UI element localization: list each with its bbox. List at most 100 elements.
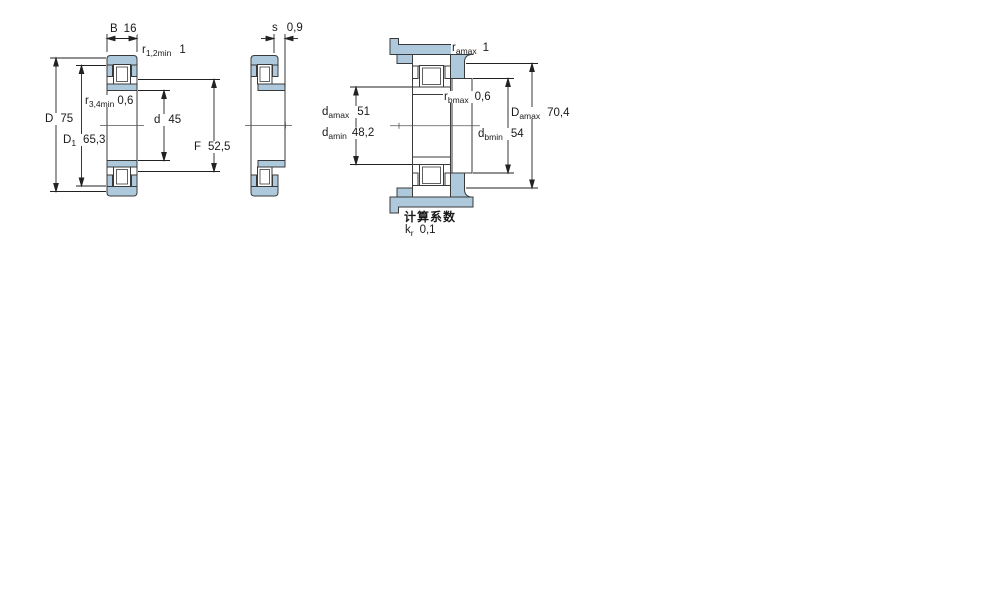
view3-shoulder-top-left — [396, 54, 413, 64]
label-D1-symbol: D — [63, 134, 72, 146]
view1-roller-top — [113, 64, 131, 85]
label-damax-value: 51 — [357, 106, 370, 118]
dimension-lines — [50, 34, 538, 194]
view3-cage-bottom — [422, 166, 441, 184]
view2-axis-line — [245, 122, 292, 129]
view2-side-section — [250, 55, 286, 197]
view2-flange-bottom-right — [272, 174, 279, 187]
label-dbmin-value: 54 — [510, 128, 524, 140]
view2-roller-top — [257, 64, 273, 85]
label-Damax-symbol: D — [511, 107, 520, 119]
label-Damax-value: 70,4 — [547, 107, 570, 119]
label-r34min-subscript: 3,4min — [88, 99, 115, 109]
view1-outer-ring-bottom — [106, 186, 138, 197]
label-damin: damin 48,2 — [321, 127, 376, 141]
label-ramax-value: 1 — [482, 42, 490, 54]
label-F-symbol: F — [194, 141, 202, 153]
label-Damax: Damax 70,4 — [510, 107, 571, 121]
label-damax-symbol: d — [322, 106, 329, 118]
view3-inner-ring-bottom — [412, 156, 451, 165]
view3-housing-bottom — [389, 196, 474, 214]
view2-flange-top-right — [272, 64, 279, 77]
label-s-value: 0,9 — [286, 22, 303, 34]
label-r12min-value: 1 — [179, 44, 186, 56]
view3-flange-top-right — [444, 65, 451, 79]
view3-roller-top — [419, 65, 444, 88]
dim-d-lines — [138, 88, 170, 163]
view1-inner-ring-bottom — [106, 160, 138, 168]
dim-db-lines — [473, 76, 514, 175]
label-dbmin-subscript: bmin — [484, 132, 503, 142]
view2-cage-bottom — [259, 169, 270, 185]
label-D: D 75 — [44, 113, 75, 125]
label-D1-value: 65,3 — [83, 134, 106, 146]
view3-shoulder-bottom-left — [396, 187, 413, 198]
label-r12min-symbol: r — [142, 44, 146, 56]
label-kr-value: 0,1 — [419, 224, 436, 236]
label-D-value: 75 — [60, 113, 74, 125]
label-d-value: 45 — [168, 114, 182, 126]
label-s: s 0,9 — [271, 22, 304, 34]
view1-cage-bottom — [116, 169, 128, 185]
label-dbmin: dbmin 54 — [477, 128, 525, 142]
label-F: F 52,5 — [193, 141, 232, 153]
view1-flange-bottom-right — [131, 174, 138, 187]
view3-flange-bottom-right — [444, 172, 451, 186]
label-F-value: 52,5 — [208, 141, 231, 153]
label-r34min-value: 0,6 — [117, 95, 134, 107]
label-dbmin-symbol: d — [478, 128, 485, 140]
label-damin-subscript: amin — [328, 131, 347, 141]
view3-shoulder-top-right — [450, 54, 472, 79]
view1-inner-ring-top — [106, 83, 138, 91]
dim-D1-lines — [76, 63, 106, 188]
view1-outer-ring-top — [106, 55, 138, 66]
label-D-symbol: D — [45, 113, 54, 125]
view3-shoulder-bottom-right — [450, 172, 472, 198]
view3-flange-top-left — [412, 65, 419, 79]
label-r12min-subscript: 1,2min — [145, 48, 172, 58]
label-kr-subscript: r — [410, 228, 414, 238]
view3-outer-ring-bottom — [412, 185, 451, 198]
view2-cage-top — [259, 66, 270, 82]
view2-outer-ring-top — [250, 55, 279, 66]
view3-abutments — [389, 38, 474, 214]
label-rbmax-value: 0,6 — [474, 91, 491, 103]
view2-flange-top-left — [250, 64, 257, 77]
label-rbmax-subscript: bmax — [447, 95, 469, 105]
label-r12min: r1,2min 1 — [141, 44, 187, 58]
dim-da-lines — [350, 85, 412, 167]
view1-flange-bottom-left — [106, 174, 113, 187]
view1-roller-bottom — [113, 166, 131, 187]
label-damin-value: 48,2 — [351, 127, 375, 139]
label-Damax-subscript: amax — [519, 111, 541, 121]
label-B-value: 16 — [123, 23, 137, 35]
view3-cage-top — [422, 67, 441, 85]
view3-outer-ring-top — [412, 54, 451, 67]
view3-roller-bottom — [419, 164, 444, 187]
dim-F-lines — [138, 77, 220, 174]
label-B: B 16 — [109, 23, 138, 35]
label-B-symbol: B — [110, 23, 118, 35]
calculation-factors-heading: 计算系数 — [404, 208, 457, 225]
label-damin-symbol: d — [322, 127, 329, 139]
view1-flange-top-right — [131, 64, 138, 77]
label-s-symbol: s — [272, 22, 278, 34]
view1-flange-top-left — [106, 64, 113, 77]
view2-outer-ring-bottom — [250, 186, 279, 197]
label-damax: damax 51 — [321, 106, 371, 120]
dim-Da-lines — [466, 61, 538, 190]
dim-s-lines — [261, 34, 298, 87]
view1-cage-top — [116, 66, 128, 82]
label-rbmax: rbmax 0,6 — [443, 91, 492, 105]
label-damax-subscript: amax — [328, 110, 350, 120]
label-rbmax-symbol: r — [444, 91, 448, 103]
dim-B-lines — [105, 34, 139, 52]
view2-roller-bottom — [257, 166, 273, 187]
